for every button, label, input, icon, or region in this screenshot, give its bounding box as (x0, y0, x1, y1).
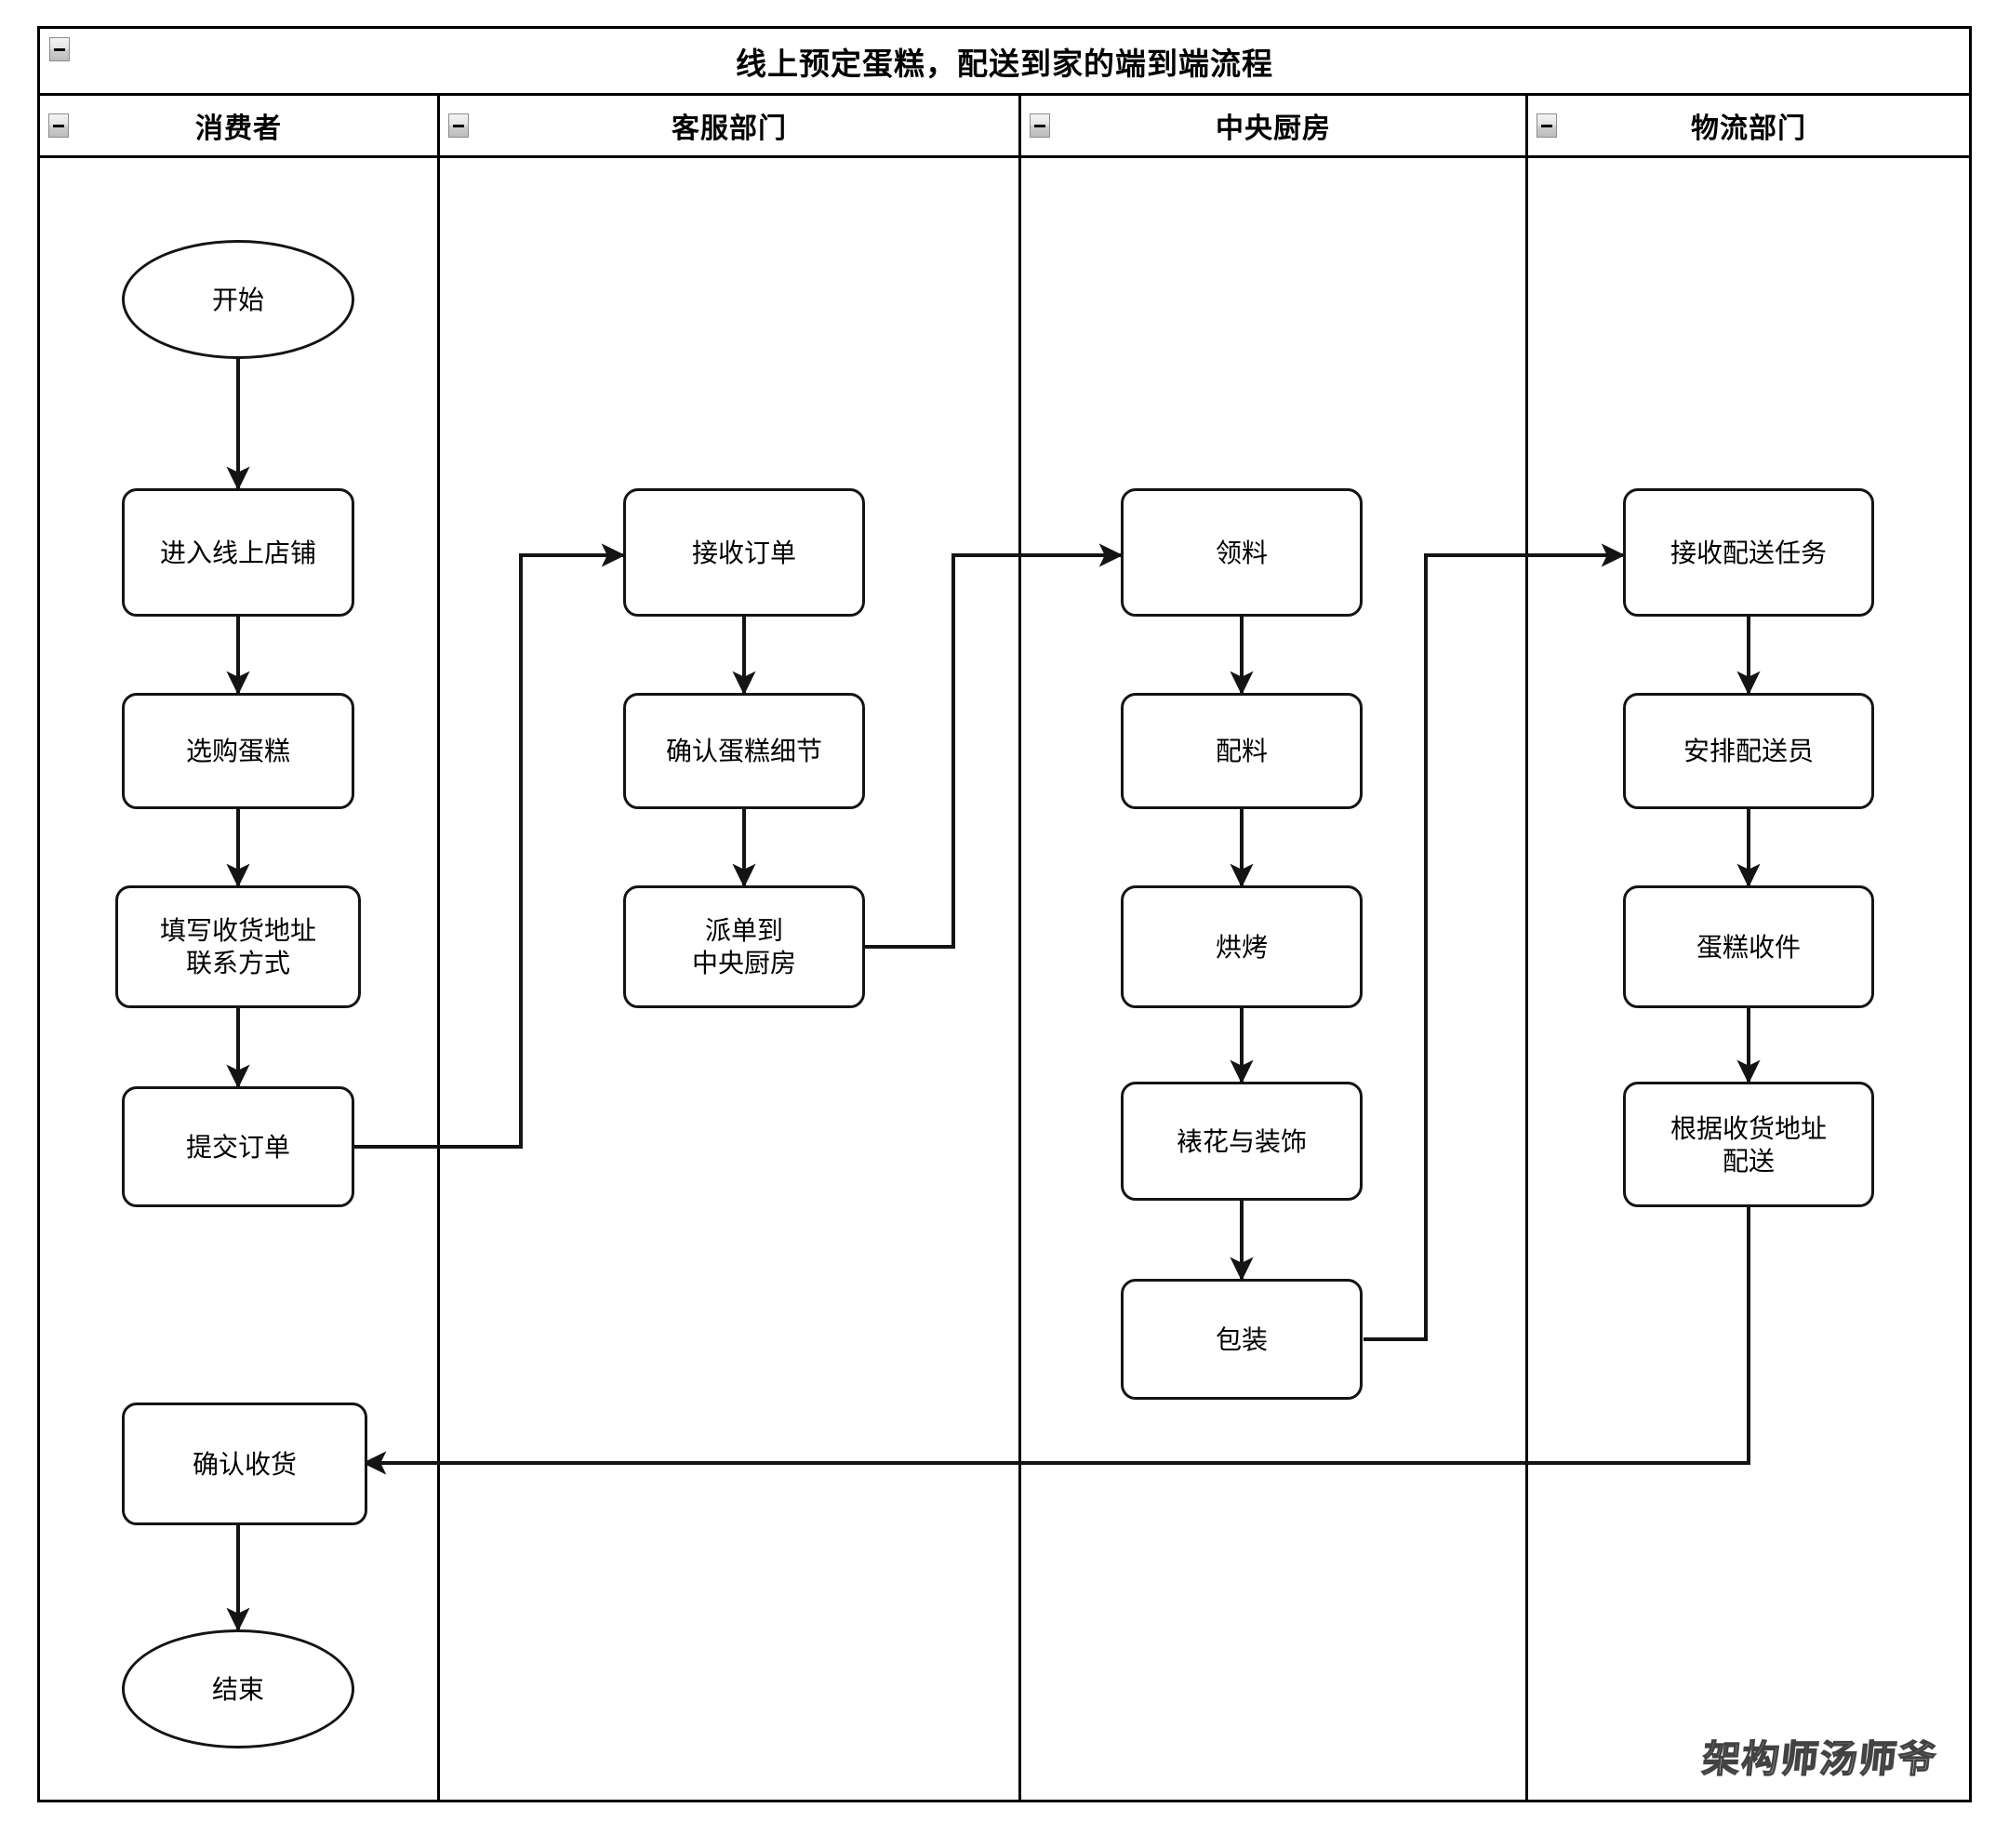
lane-header-kitchen[interactable]: 中央厨房 (1021, 96, 1528, 155)
minus-box-icon[interactable] (448, 113, 469, 138)
node-pick-ingredients[interactable]: 领料 (1121, 488, 1363, 617)
node-dispatch-to-kitchen[interactable]: 派单到 中央厨房 (623, 885, 865, 1008)
lane-header-row: 消费者 客服部门 中央厨房 物流部门 (40, 96, 1969, 158)
node-enter-online-store[interactable]: 进入线上店铺 (122, 488, 354, 617)
lane-header-service[interactable]: 客服部门 (440, 96, 1021, 155)
page-title: 线上预定蛋糕，配送到家的端到端流程 (736, 46, 1273, 81)
node-submit-order[interactable]: 提交订单 (122, 1086, 354, 1207)
node-receive-delivery-task[interactable]: 接收配送任务 (1623, 488, 1874, 617)
node-bake[interactable]: 烘烤 (1121, 885, 1363, 1008)
minus-box-icon[interactable] (1537, 113, 1557, 138)
node-confirm-receipt[interactable]: 确认收货 (122, 1403, 367, 1525)
lane-header-label: 物流部门 (1691, 113, 1806, 144)
node-deliver-to-address[interactable]: 根据收货地址 配送 (1623, 1082, 1874, 1207)
node-assign-courier[interactable]: 安排配送员 (1623, 693, 1874, 809)
node-package[interactable]: 包装 (1121, 1279, 1363, 1400)
watermark: 架构师汤师爷 (1700, 1738, 1940, 1781)
node-end[interactable]: 结束 (122, 1629, 354, 1748)
minus-box-icon[interactable] (1030, 113, 1050, 138)
node-fill-address-contact[interactable]: 填写收货地址 联系方式 (115, 885, 361, 1008)
node-mix-ingredients[interactable]: 配料 (1121, 693, 1363, 809)
node-decorate[interactable]: 裱花与装饰 (1121, 1082, 1363, 1201)
minus-box-icon[interactable] (49, 37, 70, 61)
lane-header-label: 消费者 (195, 113, 282, 144)
lane-header-label: 客服部门 (672, 113, 787, 144)
minus-box-icon[interactable] (48, 113, 69, 138)
diagram-title-band: 线上预定蛋糕，配送到家的端到端流程 (40, 29, 1969, 96)
node-start[interactable]: 开始 (122, 240, 354, 359)
node-cake-pickup[interactable]: 蛋糕收件 (1623, 885, 1874, 1008)
node-select-cake[interactable]: 选购蛋糕 (122, 693, 354, 809)
lane-header-label: 中央厨房 (1216, 113, 1331, 144)
node-receive-order[interactable]: 接收订单 (623, 488, 865, 617)
node-confirm-cake-details[interactable]: 确认蛋糕细节 (623, 693, 865, 809)
lane-header-consumer[interactable]: 消费者 (40, 96, 440, 155)
lane-header-logistics[interactable]: 物流部门 (1528, 96, 1969, 155)
